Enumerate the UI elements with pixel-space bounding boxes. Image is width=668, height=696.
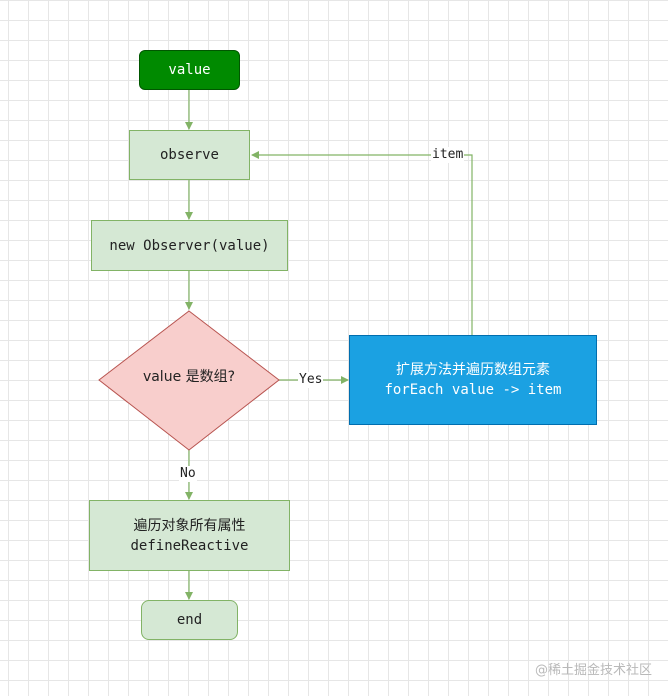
end-node: end [141,600,238,640]
object-branch-node: 遍历对象所有属性 defineReactive [89,500,290,571]
edge-label-yes: Yes [298,372,324,388]
new-observer-node: new Observer(value) [91,220,288,271]
array-branch-node: 扩展方法并遍历数组元素 forEach value -> item [349,335,597,425]
start-node-label: value [168,62,211,78]
end-node-label: end [176,612,203,628]
array-branch-title: 扩展方法并遍历数组元素 [396,362,550,378]
edge-label-item: item [431,147,465,163]
edge-item-loop [251,151,473,335]
object-branch-title: 遍历对象所有属性 [133,517,246,534]
observe-node: observe [129,130,250,180]
watermark: @稀土掘金技术社区 [534,663,652,678]
start-node: value [139,50,240,90]
array-branch-code: forEach value -> item [384,382,562,398]
edge-label-no: No [179,466,197,482]
new-observer-node-label: new Observer(value) [109,237,270,254]
observe-node-label: observe [159,147,219,163]
object-branch-code: defineReactive [130,537,249,554]
decision-label: value 是数组? [142,369,236,385]
decision-diamond [98,310,280,451]
